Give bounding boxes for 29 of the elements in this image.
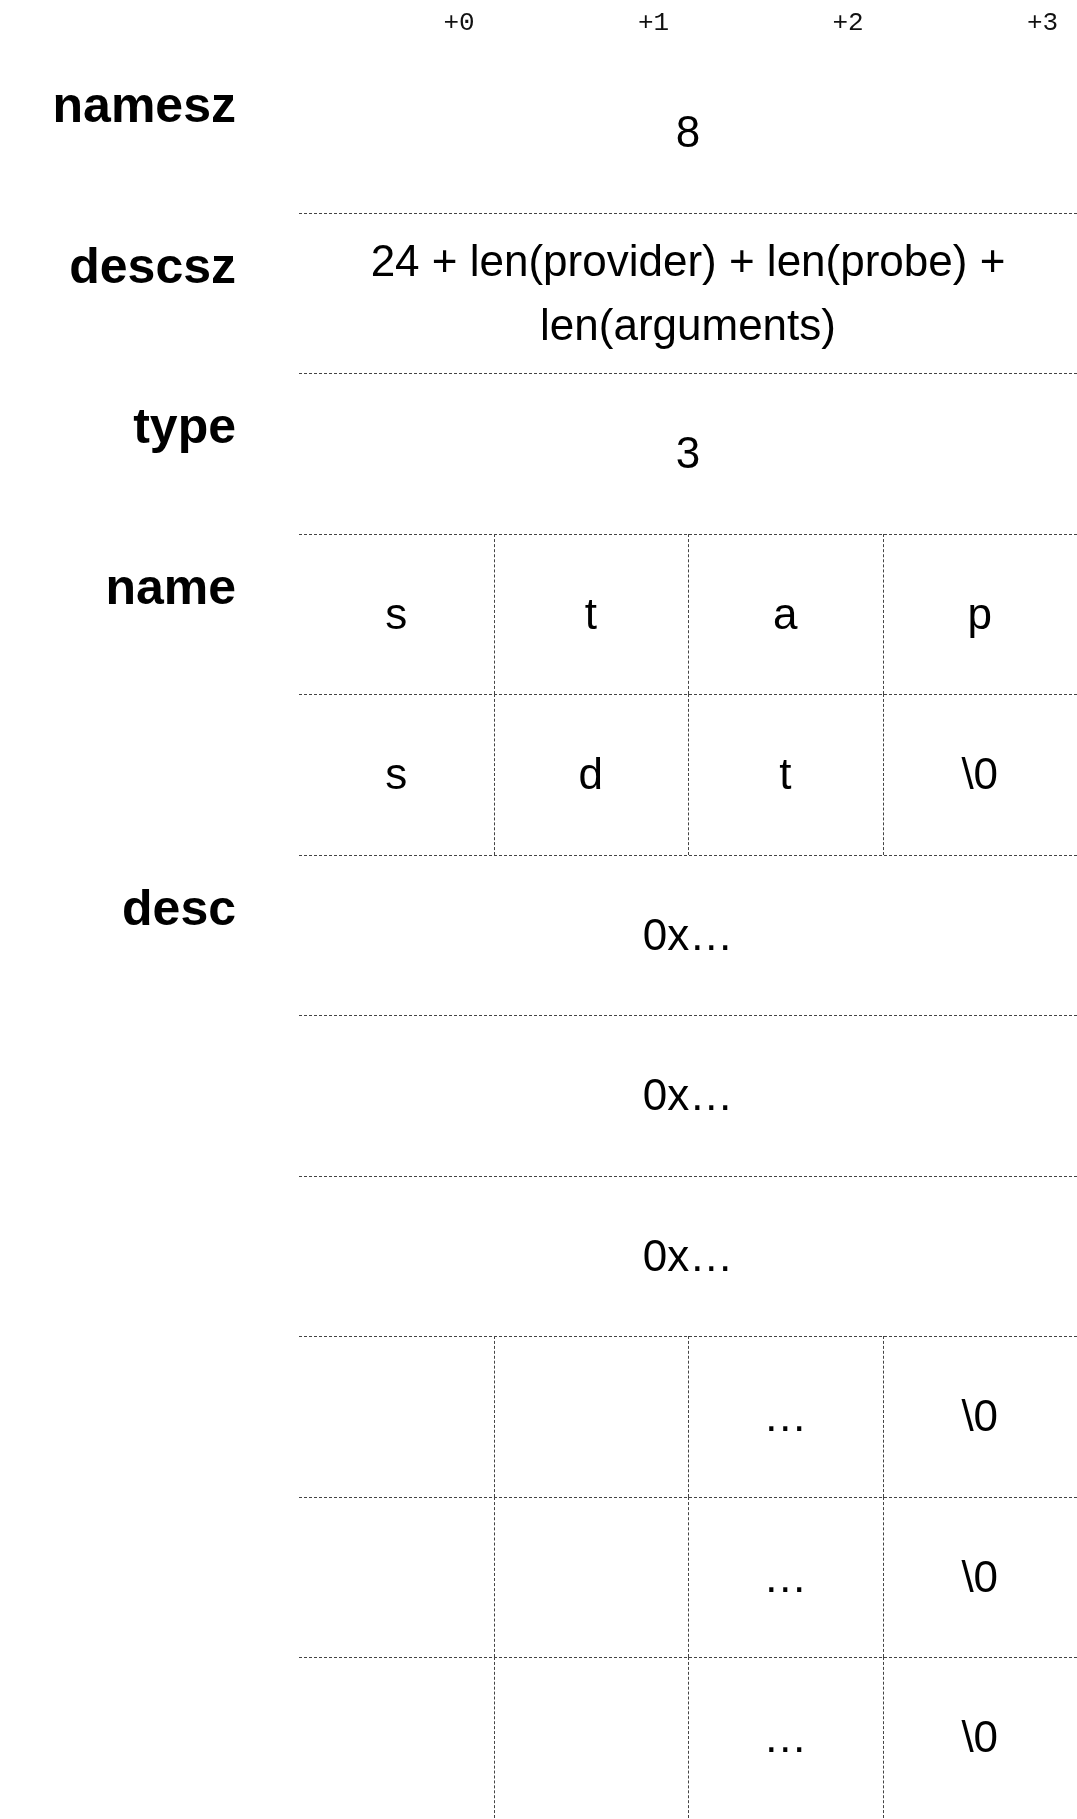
field-value: 24 + len(provider) + len(probe) + len(arguments) <box>369 234 1007 351</box>
byte-offset: +0 <box>442 8 476 38</box>
byte-value: \0 <box>960 1390 1000 1443</box>
byte-value: s <box>384 587 409 640</box>
byte-offset: +3 <box>1025 8 1060 38</box>
field-name: namesz <box>52 80 236 130</box>
byte-value: \0 <box>960 1711 1000 1764</box>
byte-value: … <box>762 1711 809 1764</box>
byte-value: … <box>762 1550 809 1603</box>
field-value: 0x… <box>641 1229 735 1282</box>
byte-value: \0 <box>960 1550 1000 1603</box>
field-name: descsz <box>69 240 236 291</box>
byte-value: t <box>583 587 598 640</box>
field-name: name <box>105 561 236 612</box>
byte-value: \0 <box>960 748 1000 801</box>
byte-value: … <box>762 1390 809 1443</box>
byte-value: s <box>384 748 409 801</box>
byte-offset: +1 <box>636 8 671 38</box>
field-value: 8 <box>674 106 702 159</box>
field-value: 0x… <box>641 1069 735 1122</box>
byte-value: a <box>772 587 799 640</box>
field-value: 3 <box>674 427 702 480</box>
field-value: 0x… <box>641 908 735 961</box>
byte-offset: +2 <box>831 8 865 38</box>
field-name: type <box>133 401 236 451</box>
field-name: desc <box>122 882 236 933</box>
byte-value: d <box>577 748 604 801</box>
byte-value: t <box>778 748 793 801</box>
byte-value: p <box>966 587 993 640</box>
